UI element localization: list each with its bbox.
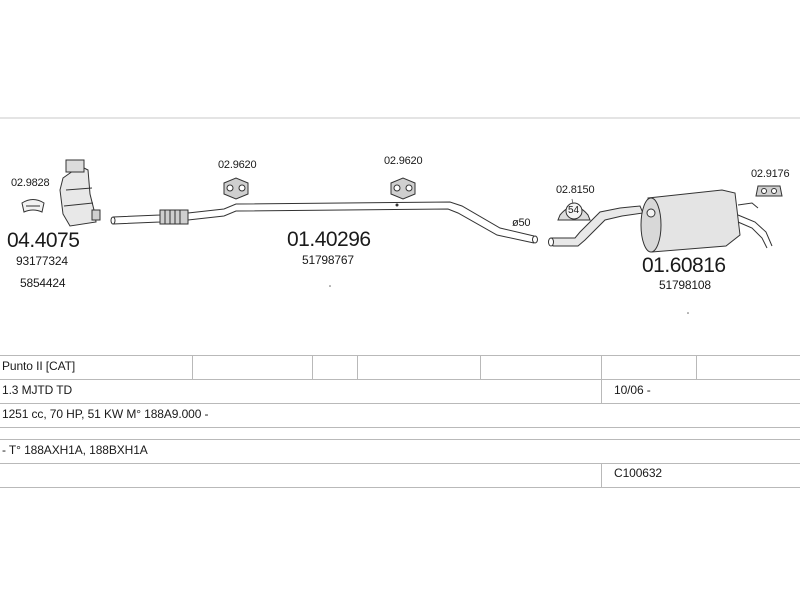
cat-clamp-drawing [21, 199, 45, 213]
middle-pipe-drawing [110, 201, 538, 244]
mid-pipe-ref: 51798767 [302, 253, 354, 267]
table-row: C100632 [0, 463, 800, 484]
hanger-mid-code: 02.9620 [384, 155, 423, 167]
mid-pipe-code: 01.40296 [287, 228, 371, 251]
table-row: Punto II [CAT] [0, 356, 800, 377]
type-cell: - T° 188AXH1A, 188BXH1A [2, 443, 148, 457]
engine-cell: 1.3 MJTD TD [2, 383, 73, 397]
rear-muffler-ref: 51798108 [659, 278, 711, 292]
catalog-code-cell: C100632 [614, 466, 663, 480]
catalytic-converter-drawing [59, 159, 101, 227]
table-row: 1251 cc, 70 HP, 51 KW M° 188A9.000 - [0, 404, 800, 425]
hanger-left-code: 02.9620 [218, 159, 257, 171]
clamp-size-label: 54 [568, 205, 580, 216]
pipe-clamp-drawing [557, 202, 591, 221]
rear-muffler-code: 01.60816 [642, 254, 726, 277]
spec-cell: 1251 cc, 70 HP, 51 KW M° 188A9.000 - [2, 407, 209, 421]
pipe-diameter-label: ø50 [512, 217, 531, 229]
table-row: 1.3 MJTD TD 10/06 - [0, 380, 800, 401]
rear-muffler-drawing [548, 189, 773, 253]
cat-clamp-code: 02.9828 [11, 177, 50, 189]
cat-code: 04.4075 [7, 229, 80, 252]
rear-hanger-code: 02.9176 [751, 168, 790, 180]
rear-hanger-drawing [755, 185, 783, 197]
date-cell: 10/06 - [614, 383, 651, 397]
table-row: - T° 188AXH1A, 188BXH1A [0, 440, 800, 461]
rubber-hanger-left-drawing [223, 177, 249, 200]
rubber-hanger-mid-drawing [390, 177, 416, 200]
clamp-code: 02.8150 [556, 184, 595, 196]
cat-ref-1: 93177324 [16, 254, 68, 268]
cat-ref-2: 5854424 [20, 276, 66, 290]
model-cell: Punto II [CAT] [2, 359, 76, 373]
